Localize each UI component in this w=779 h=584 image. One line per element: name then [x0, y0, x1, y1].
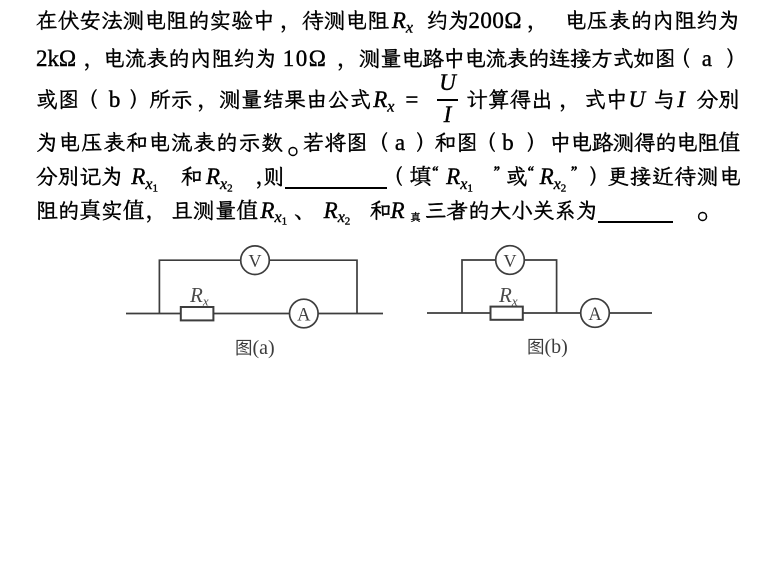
svg-text:A: A [588, 305, 602, 325]
svg-text:Rx: Rx [498, 283, 518, 309]
svg-text:V: V [504, 251, 517, 271]
svg-text:Rx: Rx [189, 283, 209, 309]
svg-text:V: V [249, 251, 262, 271]
svg-text:图(a): 图(a) [235, 337, 275, 359]
svg-text:图(b): 图(b) [527, 336, 568, 358]
svg-text:A: A [297, 305, 311, 325]
